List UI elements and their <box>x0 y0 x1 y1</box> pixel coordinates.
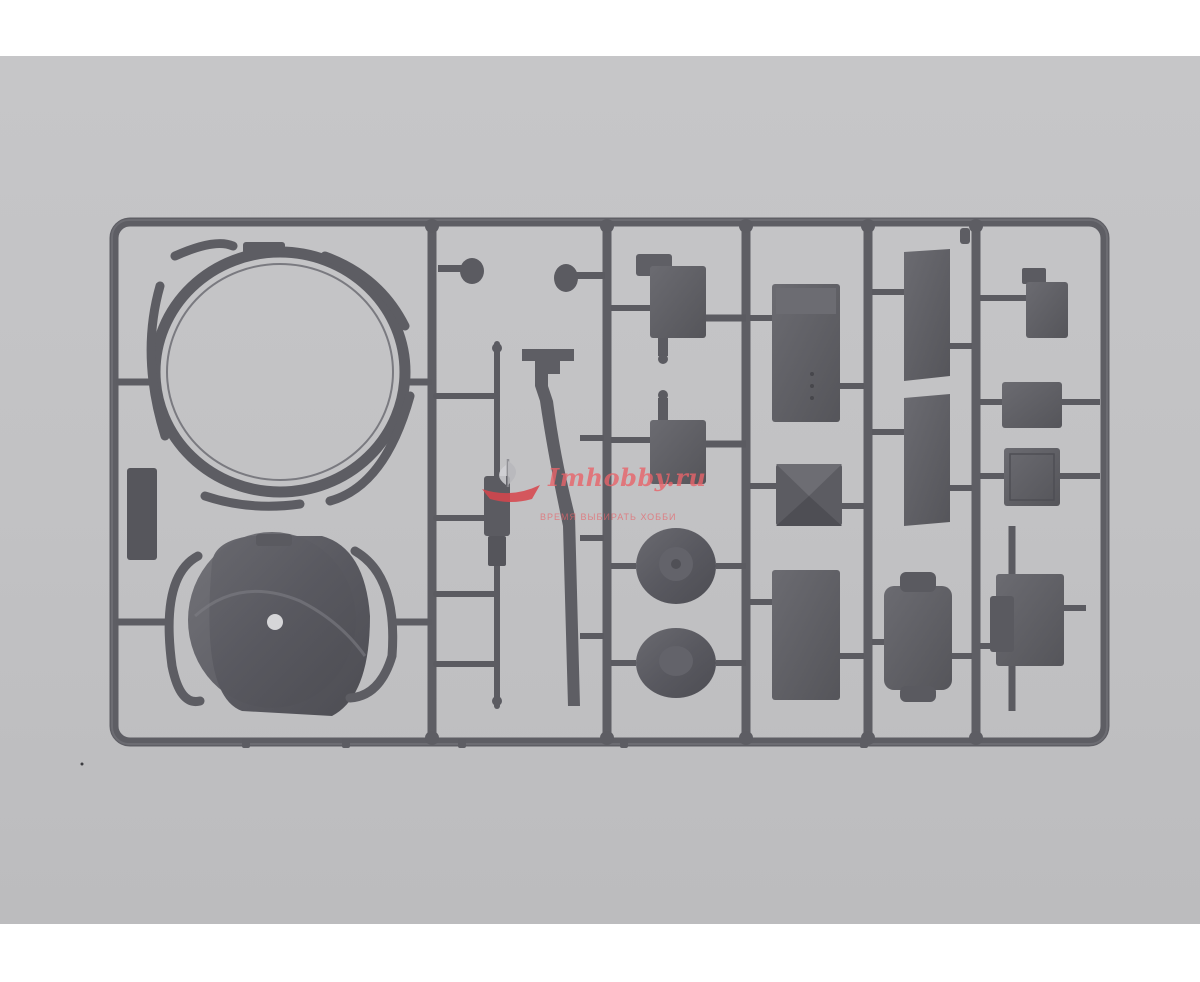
ship-logo-icon <box>482 459 540 502</box>
square-block-part-1 <box>980 382 1100 428</box>
bracket-part <box>980 268 1068 338</box>
disc-part <box>116 532 432 716</box>
rod-part <box>433 341 510 709</box>
watermark-tagline: ВРЕМЯ ВЫБИРАТЬ ХОББИ <box>540 512 677 522</box>
ring-part <box>116 239 432 511</box>
box-part-large <box>750 284 864 422</box>
hinge-part-top <box>611 254 746 364</box>
lever-arm-part <box>522 349 604 706</box>
wheel-part-1 <box>611 528 746 604</box>
plate-part-bottom <box>872 394 972 526</box>
photo-background <box>0 56 1200 924</box>
knob-part <box>438 258 605 292</box>
dust-speck <box>80 762 84 766</box>
cylinder-part <box>872 572 972 702</box>
watermark-brand: Imhobby.ru <box>548 463 707 492</box>
watermark: Imhobby.ru ВРЕМЯ ВЫБИРАТЬ ХОББИ <box>478 455 738 525</box>
hinge-part-bottom <box>611 390 746 484</box>
sprue-gates <box>242 219 983 748</box>
square-block-part-2 <box>980 448 1100 506</box>
sprue-photo <box>80 217 1110 766</box>
pyramid-cap-part <box>750 464 864 526</box>
box-part-small <box>750 570 864 700</box>
side-plate-part <box>127 468 157 560</box>
gun-mount-part <box>980 526 1086 711</box>
plate-part-top <box>872 249 972 381</box>
wheel-part-2 <box>611 628 746 698</box>
